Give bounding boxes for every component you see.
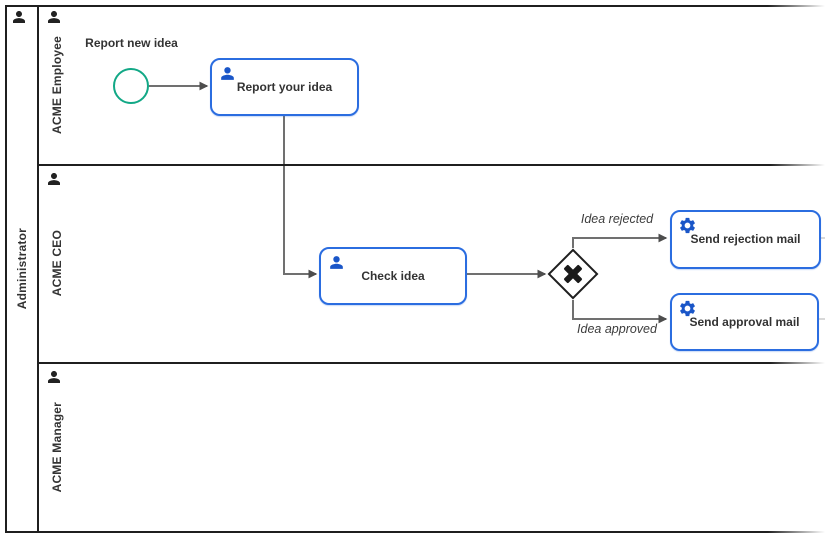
pool-label: Administrator [15,228,29,310]
user-task-check-idea[interactable]: Check idea [319,247,467,305]
person-icon [48,173,60,185]
lane-header-acme-ceo[interactable]: ACME CEO [43,166,71,360]
user-icon [221,67,234,80]
service-task-send-approval-mail[interactable]: Send approval mail [670,293,819,351]
flow-label-idea-rejected[interactable]: Idea rejected [580,212,654,226]
flow-report-to-check[interactable] [283,112,318,279]
lane-label: ACME Manager [50,401,64,493]
person-icon [13,11,25,23]
task-label: Send rejection mail [690,232,801,246]
pool-top-border [5,5,825,7]
start-event[interactable] [113,68,149,104]
pool-header[interactable]: Administrator [7,7,37,531]
flow-label-idea-approved[interactable]: Idea approved [577,322,657,336]
flow-gateway-to-rejection[interactable] [572,233,668,248]
start-event-label[interactable]: Report new idea [85,36,178,50]
service-task-send-rejection-mail[interactable]: Send rejection mail [670,210,821,269]
user-task-report-your-idea[interactable]: Report your idea [210,58,359,116]
pool-bottom-border [5,531,825,533]
task-label: Report your idea [236,79,333,94]
pool-header-divider [37,5,39,533]
exclusive-gateway-x-icon [563,264,583,284]
gear-icon [680,300,695,317]
lane-label: ACME CEO [50,229,64,297]
person-icon [48,11,60,23]
lane-header-acme-employee[interactable]: ACME Employee [43,7,71,163]
user-icon [330,256,343,269]
pool-left-border [5,5,7,533]
task-label: Check idea [361,268,425,283]
lane-divider-1 [39,164,825,166]
lane-header-acme-manager[interactable]: ACME Manager [43,364,71,530]
gear-icon [680,217,695,234]
flow-gateway-to-approval[interactable] [572,300,668,324]
lane-label: ACME Employee [50,36,64,134]
lane-divider-2 [39,362,825,364]
person-icon [48,371,60,383]
task-label: Send approval mail [689,314,800,329]
